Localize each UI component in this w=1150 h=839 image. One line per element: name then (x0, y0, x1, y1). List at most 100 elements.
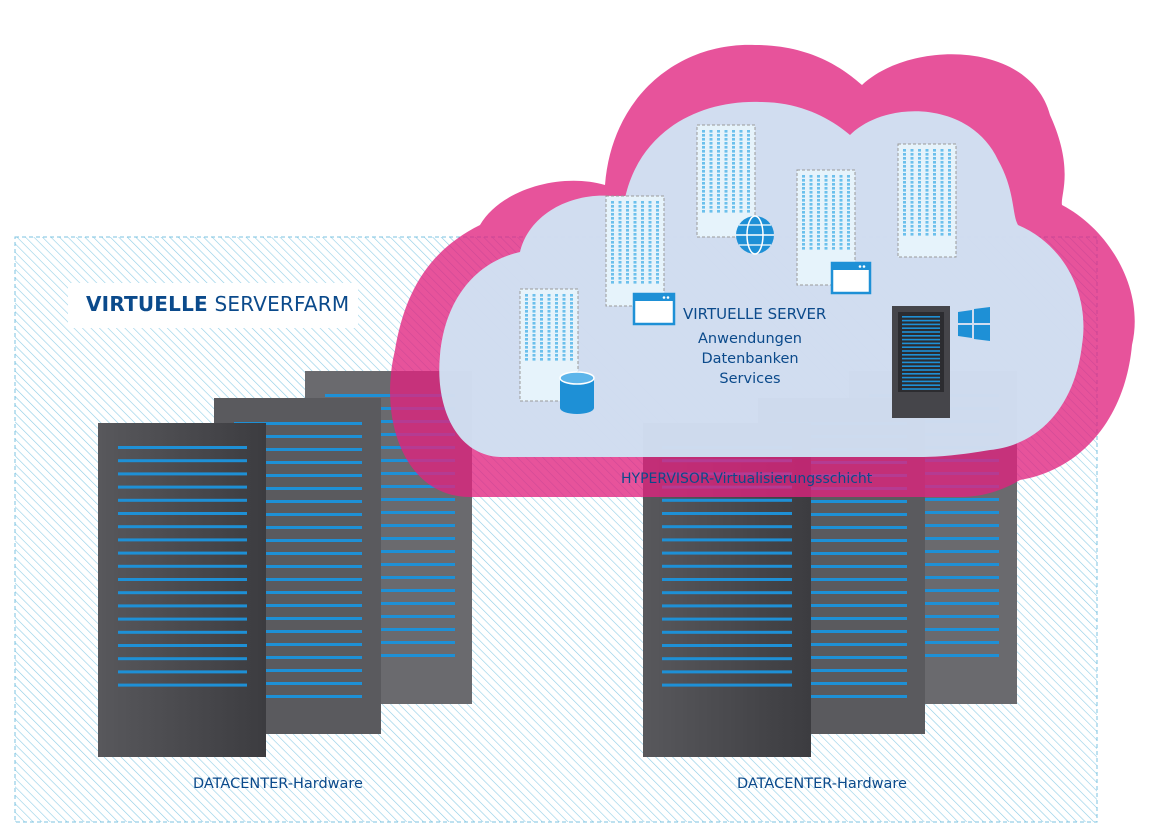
rack-slot (234, 682, 362, 685)
virtual-slot (562, 358, 566, 361)
virtual-slot (824, 235, 828, 238)
virtual-slot (802, 239, 805, 242)
virtual-slot (633, 249, 637, 252)
virtual-slot (839, 187, 843, 190)
virtual-slot (739, 138, 743, 141)
virtual-slot (847, 195, 850, 198)
virtual-slot (547, 302, 551, 305)
virtual-slot (739, 162, 743, 165)
virtual-slot (802, 223, 805, 226)
rack-slot (118, 591, 247, 595)
virtual-slot (532, 310, 536, 313)
virtual-slot (933, 157, 936, 160)
virtual-slot (562, 326, 566, 329)
virtual-slot (555, 294, 558, 297)
virtual-slot (570, 298, 573, 301)
virtual-slot (618, 221, 622, 224)
virtual-slot (940, 201, 944, 204)
virtual-server-1 (519, 288, 579, 402)
virtual-slot (824, 219, 828, 222)
virtual-slot (918, 209, 921, 212)
virtual-slot (839, 227, 843, 230)
virtual-slot (547, 326, 551, 329)
virtual-slot (940, 189, 944, 192)
virtual-slot (847, 247, 850, 250)
virtual-slot (540, 322, 543, 325)
virtual-slot (547, 354, 551, 357)
virtual-slot (532, 294, 536, 297)
virtual-slot (709, 190, 713, 193)
virtual-slot (540, 338, 543, 341)
virtual-slot (648, 265, 652, 268)
rack-slot (234, 695, 362, 698)
virtual-slot (724, 186, 728, 189)
virtual-slot (933, 209, 936, 212)
virtual-slot (633, 237, 637, 240)
virtual-slot (618, 245, 622, 248)
rack-slot (234, 656, 362, 659)
virtual-slot (824, 199, 828, 202)
virtual-slot (910, 161, 914, 164)
virtual-slot (562, 334, 566, 337)
rack-slot (234, 422, 362, 425)
virtual-slot (618, 261, 622, 264)
rack-slot (325, 602, 455, 605)
virtual-slot (540, 334, 543, 337)
virtual-slot (562, 342, 566, 345)
virtual-slot (824, 207, 828, 210)
virtual-slot (948, 185, 951, 188)
virtual-slot (717, 134, 720, 137)
virtual-slot (832, 211, 835, 214)
virtual-slot (717, 158, 720, 161)
virtual-slot (948, 201, 951, 204)
virtual-slot (747, 158, 750, 161)
rack-slot (234, 461, 362, 464)
rack-slot (118, 644, 247, 647)
virtual-slot (839, 195, 843, 198)
virtual-slot (732, 202, 735, 205)
virtual-slot (525, 350, 528, 353)
virtual-slot (641, 221, 644, 224)
virtual-slot (809, 211, 813, 214)
virtual-slot (940, 181, 944, 184)
virtual-slot (903, 177, 906, 180)
virtual-slot (532, 346, 536, 349)
virtual-slot (626, 249, 629, 252)
virtual-slot (648, 249, 652, 252)
virtual-slot (641, 241, 644, 244)
virtual-slot (918, 217, 921, 220)
virtual-slot (724, 154, 728, 157)
virtual-slot (732, 182, 735, 185)
virtual-slot (739, 190, 743, 193)
virtual-slot (532, 342, 536, 345)
rack-slot (234, 513, 362, 516)
virtual-slot (910, 181, 914, 184)
virtual-slot (540, 358, 543, 361)
virtual-slot (940, 205, 944, 208)
virtual-slot (832, 199, 835, 202)
virtual-slot (570, 342, 573, 345)
virtual-slot (739, 134, 743, 137)
virtual-slot (626, 209, 629, 212)
rack-slot (777, 539, 907, 542)
virtual-slot (724, 210, 728, 213)
rack-slot (118, 525, 247, 529)
virtual-slot (948, 177, 951, 180)
virtual-slot (739, 178, 743, 181)
virtual-slot (555, 326, 558, 329)
virtual-slot (824, 231, 828, 234)
rack-slot (902, 342, 940, 345)
virtual-slot (611, 265, 614, 268)
app-window-icon (632, 292, 676, 326)
virtual-slot (903, 221, 906, 224)
virtual-slot (547, 350, 551, 353)
rack-slot (777, 643, 907, 646)
virtual-slot (739, 154, 743, 157)
virtual-slot (747, 210, 750, 213)
virtual-slot (555, 306, 558, 309)
virtual-slot (532, 314, 536, 317)
virtual-slot (702, 178, 705, 181)
virtual-slot (847, 175, 850, 178)
virtual-slot (940, 221, 944, 224)
virtual-slot (732, 142, 735, 145)
